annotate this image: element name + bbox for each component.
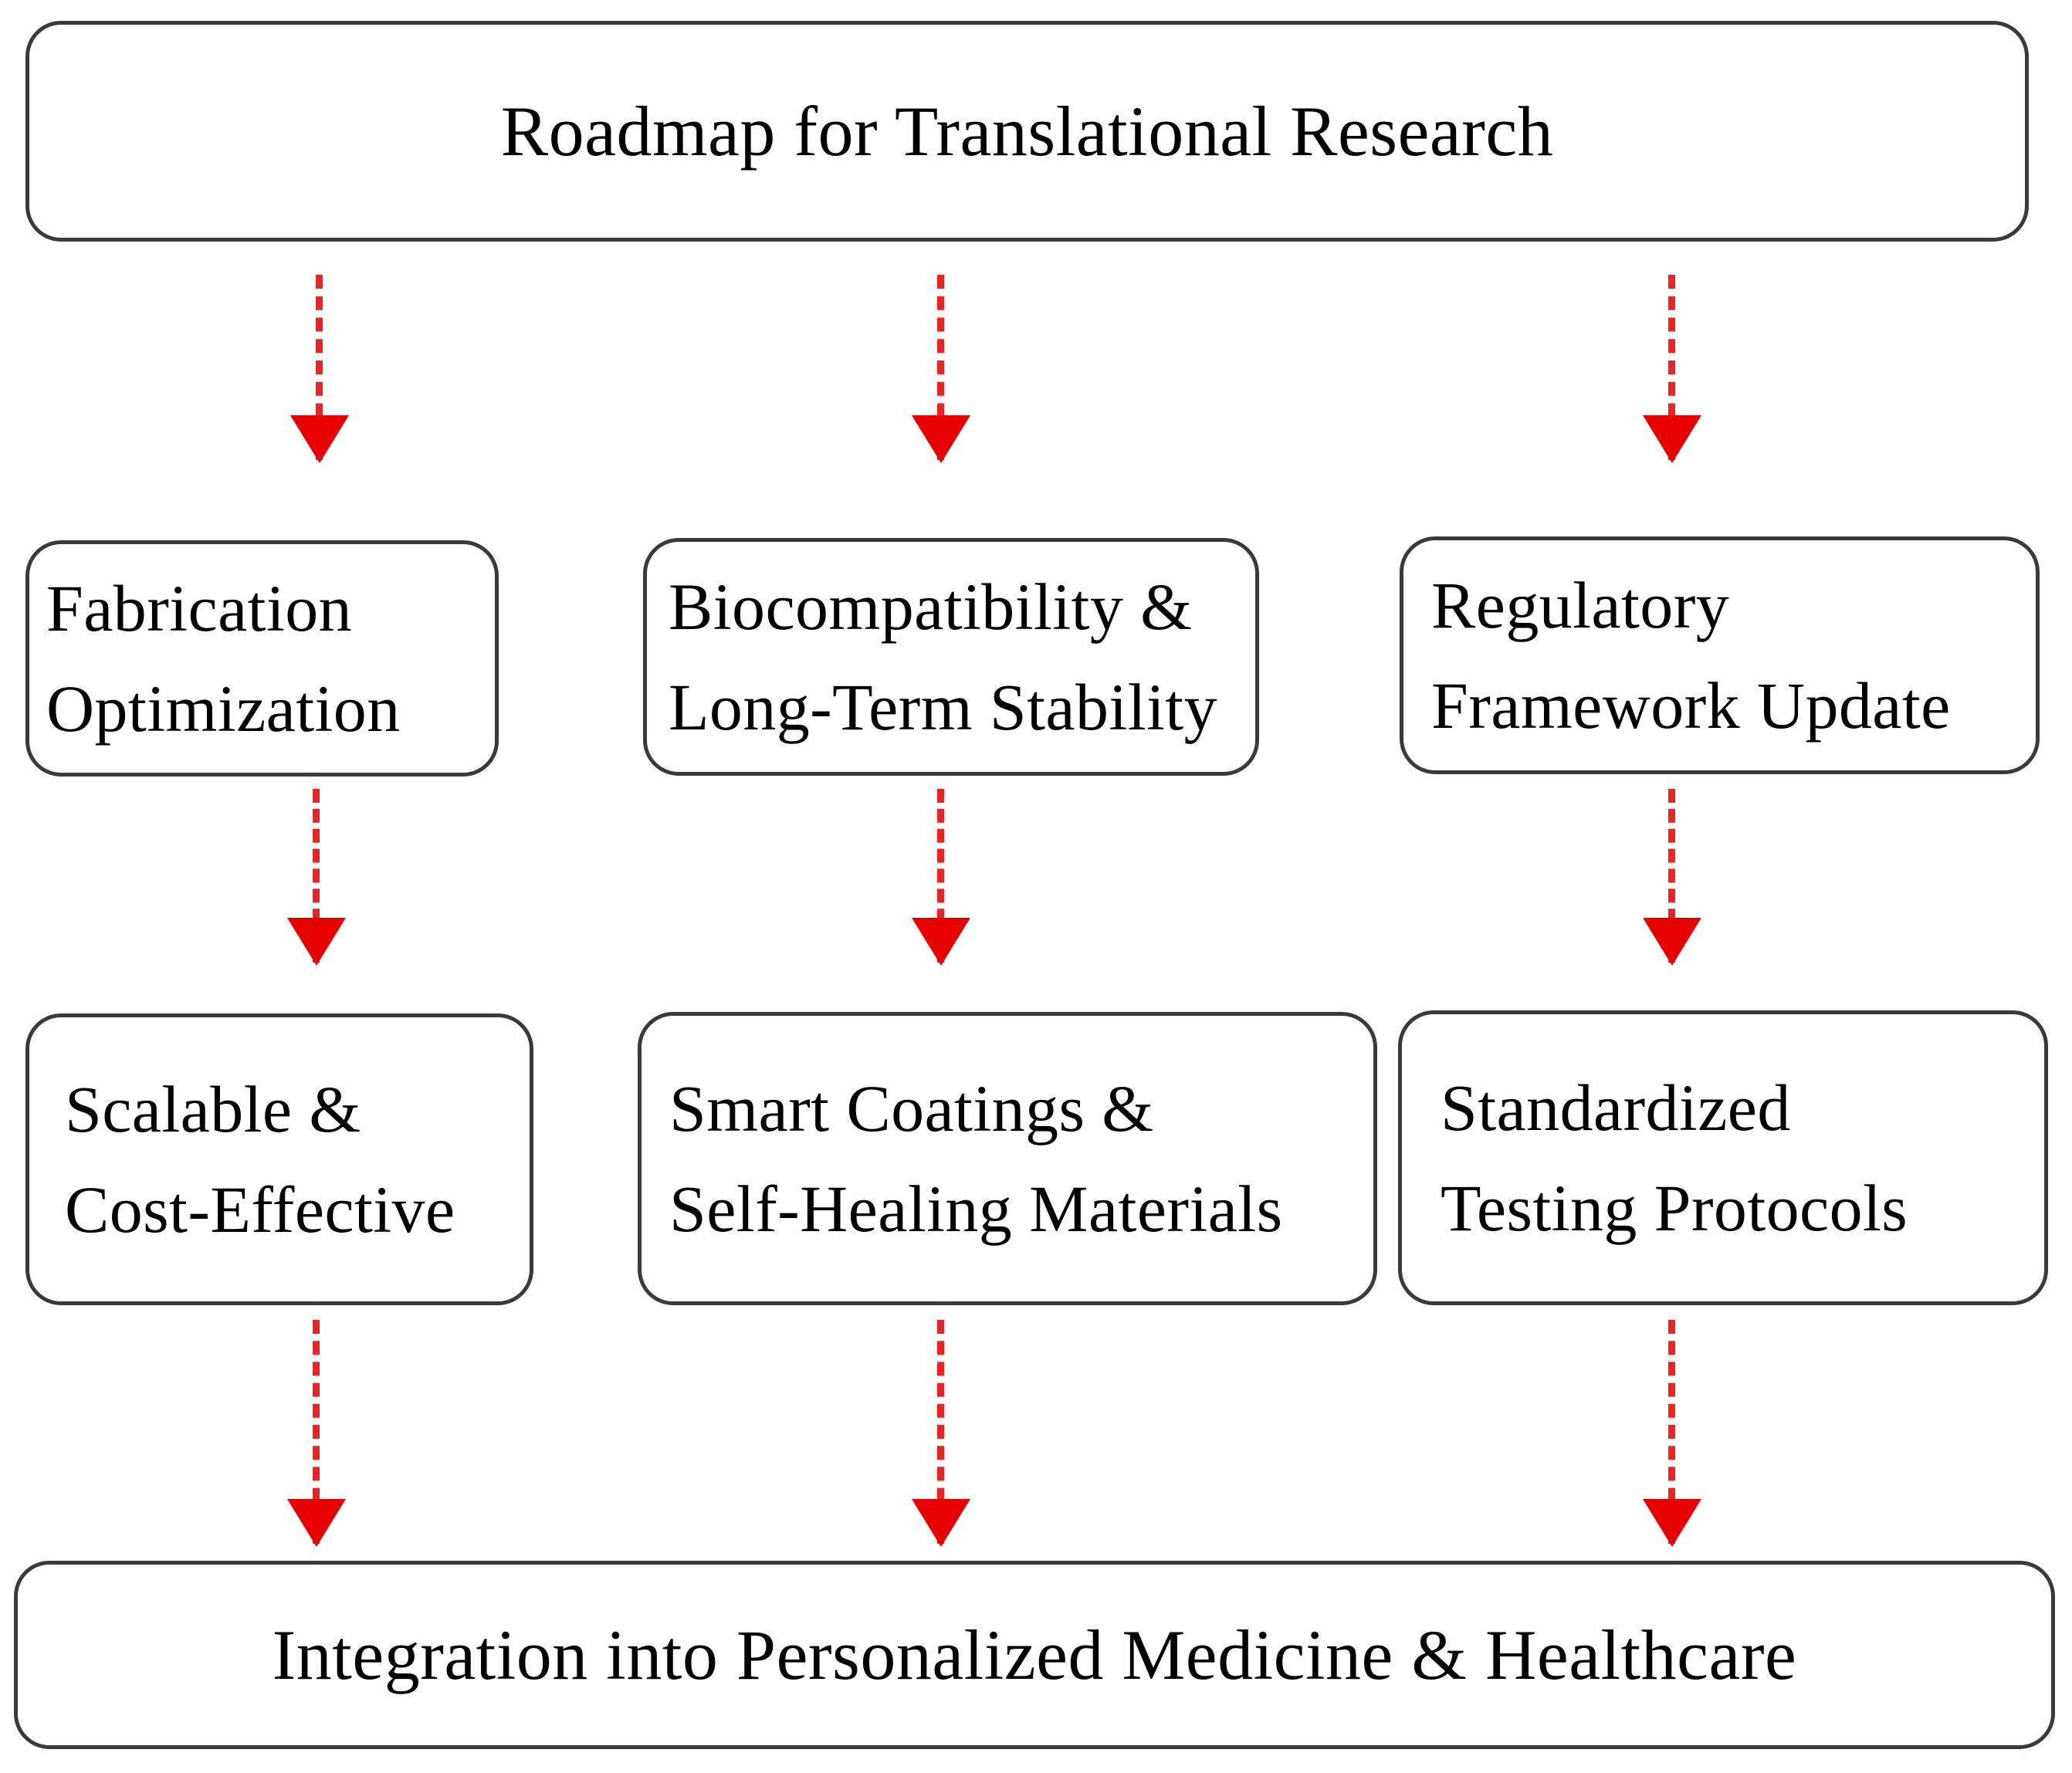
arrow-biocompatibility-to-smart-coatings	[911, 789, 970, 966]
arrow-shaft	[313, 1320, 320, 1544]
arrow-shaft	[937, 1320, 944, 1544]
arrow-head-icon	[289, 415, 349, 463]
arrow-fabrication-to-scalable	[286, 789, 346, 966]
arrow-shaft	[937, 789, 944, 963]
node-fabrication-optimization[interactable]: Fabrication Optimization	[25, 540, 499, 777]
node-line-1: Biocompatibility &	[669, 570, 1193, 644]
arrow-standardized-to-integration	[1642, 1320, 1701, 1547]
node-line-1: Standardized	[1441, 1071, 1791, 1145]
node-biocompatibility-stability[interactable]: Biocompatibility & Long-Term Stability	[643, 538, 1259, 776]
node-outcome-label: Integration into Personalized Medicine &…	[272, 1616, 1797, 1694]
node-regulatory-framework-update[interactable]: Regulatory Framework Update	[1400, 536, 2040, 774]
arrow-head-icon	[1642, 415, 1701, 463]
arrow-shaft	[1668, 275, 1675, 460]
arrow-head-icon	[286, 918, 346, 966]
node-smart-coatings-self-healing[interactable]: Smart Coatings & Self-Healing Materials	[638, 1012, 1377, 1305]
arrow-shaft	[937, 275, 944, 460]
node-line-1: Regulatory	[1431, 568, 1730, 642]
node-line-2: Long-Term Stability	[669, 670, 1217, 744]
node-line-1: Scalable &	[65, 1072, 361, 1146]
arrow-scalable-to-integration	[286, 1320, 346, 1547]
arrow-title-to-regulatory	[1642, 275, 1701, 463]
arrow-head-icon	[1642, 1499, 1701, 1547]
arrow-shaft	[1668, 789, 1675, 963]
arrow-head-icon	[911, 918, 970, 966]
node-title-label: Roadmap for Translational Research	[500, 92, 1554, 171]
node-standardized-testing-protocols[interactable]: Standardized Testing Protocols	[1398, 1010, 2048, 1305]
arrow-head-icon	[1642, 918, 1701, 966]
node-line-2: Cost-Effective	[65, 1172, 455, 1247]
arrow-title-to-biocompatibility	[911, 275, 970, 463]
node-line-2: Framework Update	[1431, 668, 1951, 743]
arrow-smart-coatings-to-integration	[911, 1320, 970, 1547]
arrow-head-icon	[286, 1499, 346, 1547]
arrow-regulatory-to-standardized	[1642, 789, 1701, 966]
arrow-title-to-fabrication	[289, 275, 349, 463]
node-line-2: Self-Healing Materials	[669, 1172, 1283, 1246]
node-integration-personalized-medicine[interactable]: Integration into Personalized Medicine &…	[14, 1561, 2055, 1749]
arrow-shaft	[1668, 1320, 1675, 1544]
arrow-shaft	[313, 789, 320, 963]
arrow-head-icon	[911, 1499, 970, 1547]
arrow-shaft	[316, 275, 323, 460]
node-roadmap-title[interactable]: Roadmap for Translational Research	[25, 21, 2029, 242]
node-line-1: Smart Coatings &	[669, 1071, 1154, 1145]
node-scalable-cost-effective[interactable]: Scalable & Cost-Effective	[25, 1013, 533, 1305]
node-line-1: Fabrication	[46, 571, 353, 645]
node-line-2: Optimization	[46, 672, 401, 746]
node-line-2: Testing Protocols	[1441, 1171, 1908, 1245]
arrow-head-icon	[911, 415, 970, 463]
